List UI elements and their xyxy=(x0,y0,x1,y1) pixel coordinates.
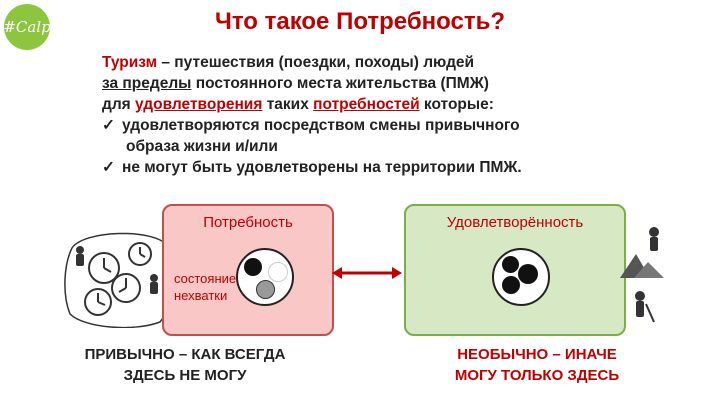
bullet-1: ✓ удовлетворяются посредством смены привы… xyxy=(102,115,692,136)
definition-text: Туризм – путешествия (поездки, походы) л… xyxy=(102,52,692,178)
satisfaction-box: Удовлетворённость xyxy=(404,204,626,336)
black-ball xyxy=(518,264,538,284)
footer-left-line-1: ПРИВЫЧНО – КАК ВСЕГДА xyxy=(84,346,286,363)
clocks-illustration-icon xyxy=(64,232,173,328)
checkmark-icon: ✓ xyxy=(102,159,115,176)
underlined-needs: потребностей xyxy=(313,96,420,113)
bullet-2-text: не могут быть удовлетворены на территори… xyxy=(122,159,522,176)
hikers-illustration-icon xyxy=(620,227,664,323)
definition-line-2: за пределы постоянного места жительства … xyxy=(102,73,692,94)
line-3-middle: таких xyxy=(262,96,314,113)
term-tourism: Туризм xyxy=(102,54,158,71)
need-diagram: Потребность состояние нехватки Удовлетво… xyxy=(64,198,664,340)
need-circle xyxy=(236,248,294,306)
satisfaction-circle xyxy=(492,248,550,306)
state-line-2: нехватки xyxy=(174,288,228,303)
black-ball xyxy=(244,258,262,276)
footer-right-line-1: НЕОБЫЧНО – ИНАЧЕ xyxy=(457,346,617,363)
need-box: Потребность состояние нехватки xyxy=(162,204,334,336)
footer-habitual: ПРИВЫЧНО – КАК ВСЕГДА ЗДЕСЬ НЕ МОГУ xyxy=(40,344,330,386)
grey-ball xyxy=(256,280,275,299)
footer-unusual: НЕОБЫЧНО – ИНАЧЕ МОГУ ТОЛЬКО ЗДЕСЬ xyxy=(392,344,682,386)
bullet-2: ✓ не могут быть удовлетворены на территор… xyxy=(102,157,692,178)
checkmark-icon: ✓ xyxy=(102,117,115,134)
state-line-1: состояние xyxy=(174,271,237,286)
shortage-state-label: состояние нехватки xyxy=(174,270,236,304)
definition-line-3: для удовлетворения таких потребностей ко… xyxy=(102,94,692,115)
double-arrow-icon xyxy=(332,267,402,279)
bullet-1-continued: образа жизни и/или xyxy=(126,138,278,155)
line-3-end: которые: xyxy=(419,96,494,113)
black-ball xyxy=(502,256,519,273)
logo: #Сalp xyxy=(3,4,51,50)
footer-left-line-2: ЗДЕСЬ НЕ МОГУ xyxy=(123,367,247,384)
line-3-start: для xyxy=(102,96,136,113)
definition-line-2-rest: постоянного места жительства (ПМЖ) xyxy=(191,75,489,92)
definition-line-1-rest: – путешествия (поездки, походы) людей xyxy=(157,54,475,71)
bullet-1-text: удовлетворяются посредством смены привыч… xyxy=(122,117,520,134)
footer-right-line-2: МОГУ ТОЛЬКО ЗДЕСЬ xyxy=(454,367,620,384)
empty-ball xyxy=(268,262,288,282)
black-ball xyxy=(502,276,520,294)
underlined-beyond: за пределы xyxy=(102,75,192,92)
underlined-satisfaction: удовлетворения xyxy=(135,96,263,113)
satisfaction-label: Удовлетворённость xyxy=(446,214,584,231)
page-title: Что такое Потребность? xyxy=(214,8,506,35)
need-label: Потребность xyxy=(203,214,293,231)
definition-line-1: Туризм – путешествия (поездки, походы) л… xyxy=(102,52,692,73)
